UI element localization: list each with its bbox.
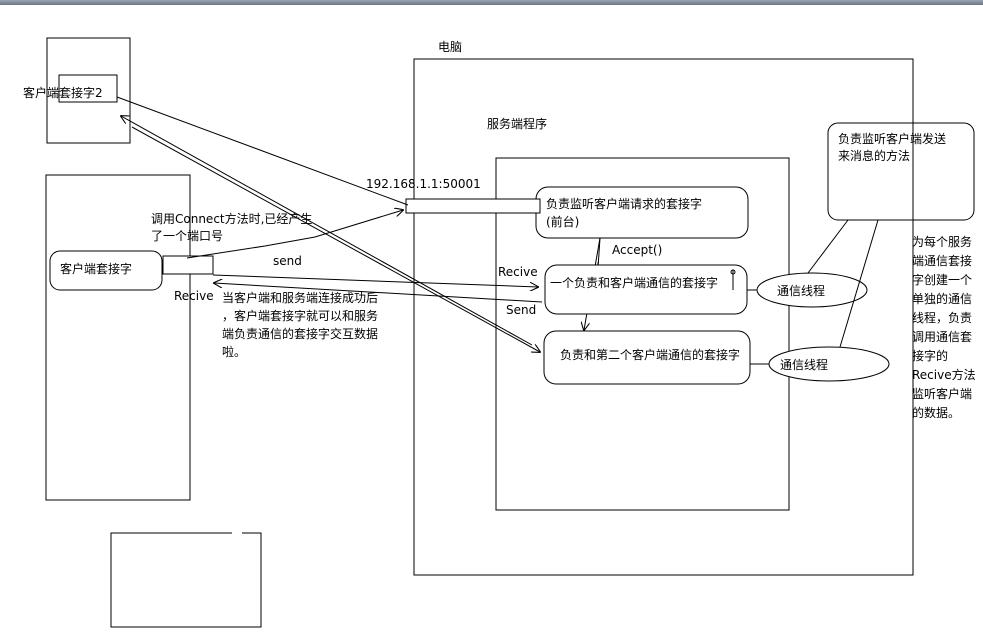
svg-text:当客户端和服务端连接成功后: 当客户端和服务端连接成功后 <box>222 290 378 305</box>
client2-outer-box <box>46 37 131 144</box>
bottom-box <box>110 532 262 628</box>
right-note: 为每个服务 端通信套接 字创建一个 单独的通信 线程，负责 调用通信套 接字的 … <box>912 234 976 420</box>
thread1-label: 通信线程 <box>777 283 825 298</box>
svg-text:单独的通信: 单独的通信 <box>912 291 972 306</box>
address-label: 192.168.1.1:50001 <box>366 177 481 191</box>
window-top-bar <box>0 0 983 5</box>
send-arrow <box>212 274 538 287</box>
computer-label: 电脑 <box>438 40 462 54</box>
svg-text:Recive方法: Recive方法 <box>912 367 976 382</box>
listen-socket-text-line2: (前台) <box>546 214 579 229</box>
connect-arrow <box>186 210 403 259</box>
client-socket-label: 客户端套接字 <box>60 261 132 276</box>
send-right-label: Send <box>506 303 536 317</box>
after-connect-note: 当客户端和服务端连接成功后 ，客户端套接字就可以和服务 端负责通信的套接字交互数… <box>222 290 378 359</box>
svg-text:接字的: 接字的 <box>912 348 948 363</box>
accept-label: Accept() <box>612 243 662 257</box>
computer-box <box>413 58 914 576</box>
comm-socket2-box <box>543 330 751 385</box>
comm-socket1-label: 一个负责和客户端通信的套接字 <box>550 275 718 290</box>
svg-text:调用通信套: 调用通信套 <box>912 330 972 344</box>
listen-method-text-line2: 来消息的方法 <box>838 148 910 163</box>
listen-method-box <box>827 122 975 221</box>
svg-text:啦。: 啦。 <box>222 344 246 359</box>
svg-text:线程，负责: 线程，负责 <box>912 310 972 325</box>
comm-socket2-label: 负责和第二个客户端通信的套接字 <box>560 347 740 362</box>
recive-arrow <box>214 283 543 303</box>
connect-note-line1: 调用Connect方法时,已经产生 <box>151 211 312 226</box>
client-socket-box <box>49 250 163 291</box>
listen-method-text-line1: 负责监听客户端发送 <box>838 131 946 146</box>
svg-text:端负责通信的套接字交互数据: 端负责通信的套接字交互数据 <box>222 326 378 341</box>
client1-outer-box <box>45 174 191 501</box>
client-port-box <box>162 255 214 275</box>
recive-left-label: Recive <box>174 289 214 303</box>
client2-socket-box <box>58 74 118 103</box>
server-program-label: 服务端程序 <box>487 116 547 131</box>
svg-text:字创建一个: 字创建一个 <box>912 272 972 287</box>
client-socket2-label: 客户端套接字2 <box>23 85 103 100</box>
svg-text:监听客户端: 监听客户端 <box>912 386 972 401</box>
svg-text:为每个服务: 为每个服务 <box>912 234 972 249</box>
svg-text:，客户端套接字就可以和服务: ，客户端套接字就可以和服务 <box>222 308 378 323</box>
socket2-to-client2-arrow <box>121 116 533 346</box>
thread2-label: 通信线程 <box>780 357 828 372</box>
connect-note-line2: 了一个端口号 <box>151 229 223 243</box>
client2-connect-line <box>116 96 409 206</box>
svg-text:的数据。: 的数据。 <box>912 405 960 420</box>
client2-to-socket2-arrow <box>131 126 540 352</box>
listen-socket-text-line1: 负责监听客户端请求的套接字 <box>546 196 702 211</box>
send-left-label: send <box>273 254 302 268</box>
port-bar <box>405 198 541 214</box>
listen-socket-box <box>535 186 749 239</box>
svg-text:端通信套接: 端通信套接 <box>912 253 972 268</box>
recive-right-label: Recive <box>498 265 538 279</box>
server-program-box <box>495 157 790 511</box>
